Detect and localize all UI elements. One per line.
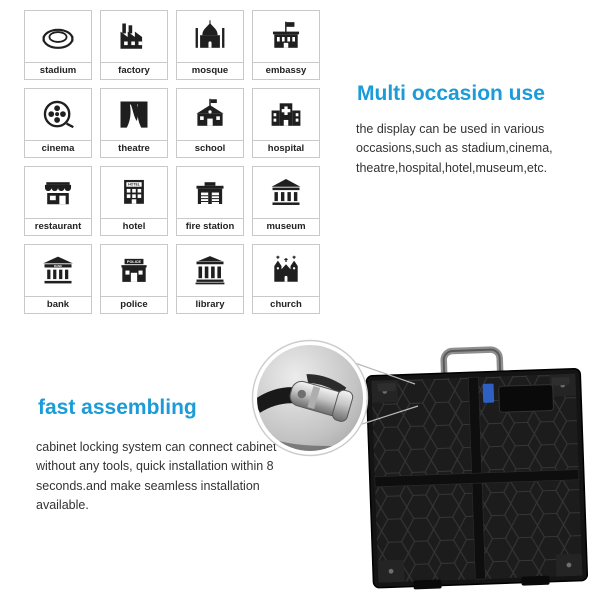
occasion-card-hospital: hospital — [252, 88, 320, 158]
bank-sign-text: BANK — [54, 263, 62, 267]
occasion-label: theatre — [101, 140, 167, 157]
occasion-label: factory — [101, 62, 167, 79]
callout-connector-line — [351, 361, 416, 385]
occasion-label: museum — [253, 218, 319, 235]
occasion-card-restaurant: restaurant — [24, 166, 92, 236]
lock-mechanism — [255, 374, 354, 422]
hospital-icon — [253, 89, 319, 140]
power-box — [498, 384, 554, 413]
callout-ring — [253, 341, 367, 455]
school-icon — [177, 89, 243, 140]
museum-icon — [253, 167, 319, 218]
occasion-card-theatre: theatre — [100, 88, 168, 158]
occasion-label: fire station — [177, 218, 243, 235]
occasion-card-embassy: embassy — [252, 10, 320, 80]
occasions-grid: stadium factory — [24, 10, 320, 314]
lock-detail-callout — [251, 339, 369, 457]
occasion-label: church — [253, 296, 319, 313]
occasion-label: restaurant — [25, 218, 91, 235]
occasion-card-police: POLICE police — [100, 244, 168, 314]
church-icon — [253, 245, 319, 296]
occasion-label: mosque — [177, 62, 243, 79]
occasion-card-school: school — [176, 88, 244, 158]
top-latch-right — [551, 376, 570, 386]
fast-assembling-title: fast assembling — [38, 396, 197, 419]
occasion-label: embassy — [253, 62, 319, 79]
occasion-label: hospital — [253, 140, 319, 157]
occasion-card-church: church — [252, 244, 320, 314]
occasion-card-library: library — [176, 244, 244, 314]
top-latch-left — [377, 383, 396, 392]
multi-occasion-description: the display can be used in various occas… — [356, 122, 553, 175]
bottom-handle-right — [521, 575, 550, 586]
police-icon: POLICE — [101, 245, 167, 296]
callout-connector-line — [361, 405, 419, 425]
occasion-label: school — [177, 140, 243, 157]
library-icon — [177, 245, 243, 296]
occasion-card-hotel: HOTEL hotel — [100, 166, 168, 236]
occasion-label: police — [101, 296, 167, 313]
occasion-label: stadium — [25, 62, 91, 79]
blue-connector — [482, 383, 495, 403]
occasion-label: cinema — [25, 140, 91, 157]
fast-assembling-figure — [251, 339, 589, 590]
occasion-card-mosque: mosque — [176, 10, 244, 80]
mosque-icon — [177, 11, 243, 62]
occasion-card-fire-station: fire station — [176, 166, 244, 236]
theatre-icon — [101, 89, 167, 140]
multi-occasion-title: Multi occasion use — [357, 82, 545, 105]
occasion-card-factory: factory — [100, 10, 168, 80]
occasion-card-cinema: cinema — [24, 88, 92, 158]
occasion-card-stadium: stadium — [24, 10, 92, 80]
factory-icon — [101, 11, 167, 62]
occasion-label: bank — [25, 296, 91, 313]
stadium-icon — [25, 11, 91, 62]
fast-assembling-description: cabinet locking system can connect cabin… — [36, 440, 277, 513]
occasion-card-museum: museum — [252, 166, 320, 236]
led-cabinet-rear-photo — [365, 346, 589, 590]
occasion-label: hotel — [101, 218, 167, 235]
bank-icon: BANK — [25, 245, 91, 296]
center-horizontal-bar — [374, 469, 580, 488]
bottom-handle-left — [413, 579, 442, 590]
cinema-icon — [25, 89, 91, 140]
hotel-sign-text: HOTEL — [128, 182, 141, 186]
police-sign-text: POLICE — [127, 259, 142, 263]
occasion-card-bank: BANK bank — [24, 244, 92, 314]
restaurant-icon — [25, 167, 91, 218]
callout-ring-outer — [251, 339, 369, 457]
occasion-label: library — [177, 296, 243, 313]
embassy-icon — [253, 11, 319, 62]
cabinet-handle-shadow — [442, 348, 502, 378]
hotel-icon: HOTEL — [101, 167, 167, 218]
fire-station-icon — [177, 167, 243, 218]
